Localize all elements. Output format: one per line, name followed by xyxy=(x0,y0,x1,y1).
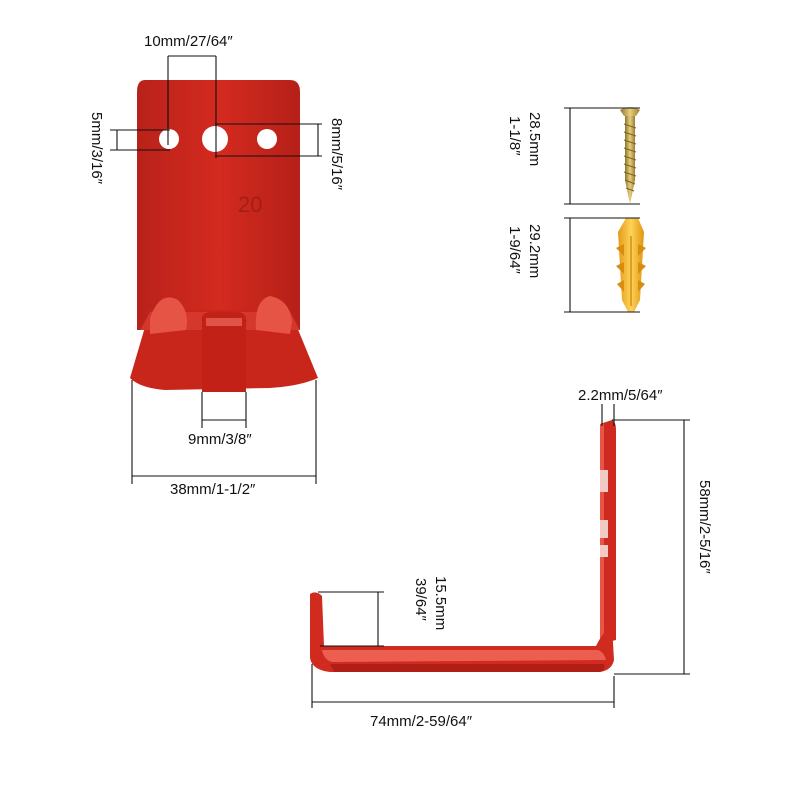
slot-width-label: 9mm/3/8″ xyxy=(188,431,252,448)
screw-length-label: 28.5mm xyxy=(526,112,543,166)
bracket-front-view: 20 10mm/27/64″ 5mm/3/16″ 8mm/5/16″ 9mm/3… xyxy=(88,33,345,498)
tongue-highlight xyxy=(206,318,242,326)
lip-height-inch-label: 39/64″ xyxy=(412,578,429,622)
side-tray-floor xyxy=(330,664,605,672)
bracket-stamp: 20 xyxy=(238,192,262,217)
height-label: 58mm/2-5/16″ xyxy=(696,480,713,574)
hardware-group: 28.5mm 1-1/8″ 29.2mm 1-9/64″ xyxy=(506,107,646,313)
right-mounting-hole xyxy=(257,129,277,149)
wall-anchor-icon xyxy=(616,218,646,312)
screw-length-inch-label: 1-1/8″ xyxy=(506,116,523,156)
total-width-label: 38mm/1-1/2″ xyxy=(170,481,256,498)
lip-height-label: 15.5mm xyxy=(432,576,449,630)
anchor-length-label: 29.2mm xyxy=(526,224,543,278)
bracket-side-view: 2.2mm/5/64″ 58mm/2-5/16″ 39/64″ 15.5mm 7… xyxy=(310,387,713,730)
screw-icon xyxy=(620,107,640,204)
bracket-back-plate xyxy=(137,80,300,330)
side-tray-inner xyxy=(322,650,606,662)
left-gusset xyxy=(150,297,187,334)
left-mounting-hole xyxy=(159,129,179,149)
thickness-label: 2.2mm/5/64″ xyxy=(578,387,663,404)
small-hole-label: 5mm/3/16″ xyxy=(88,112,105,185)
bracket-tongue xyxy=(201,312,247,392)
center-mounting-hole xyxy=(202,126,228,152)
side-hole-upper xyxy=(600,470,608,492)
side-hole-lower xyxy=(600,545,608,557)
hole-spacing-label: 10mm/27/64″ xyxy=(144,33,233,50)
anchor-length-inch-label: 1-9/64″ xyxy=(506,226,523,275)
side-hole-middle xyxy=(600,520,608,538)
large-hole-label: 8mm/5/16″ xyxy=(328,118,345,191)
right-gusset xyxy=(255,296,292,334)
length-label: 74mm/2-59/64″ xyxy=(370,713,473,730)
